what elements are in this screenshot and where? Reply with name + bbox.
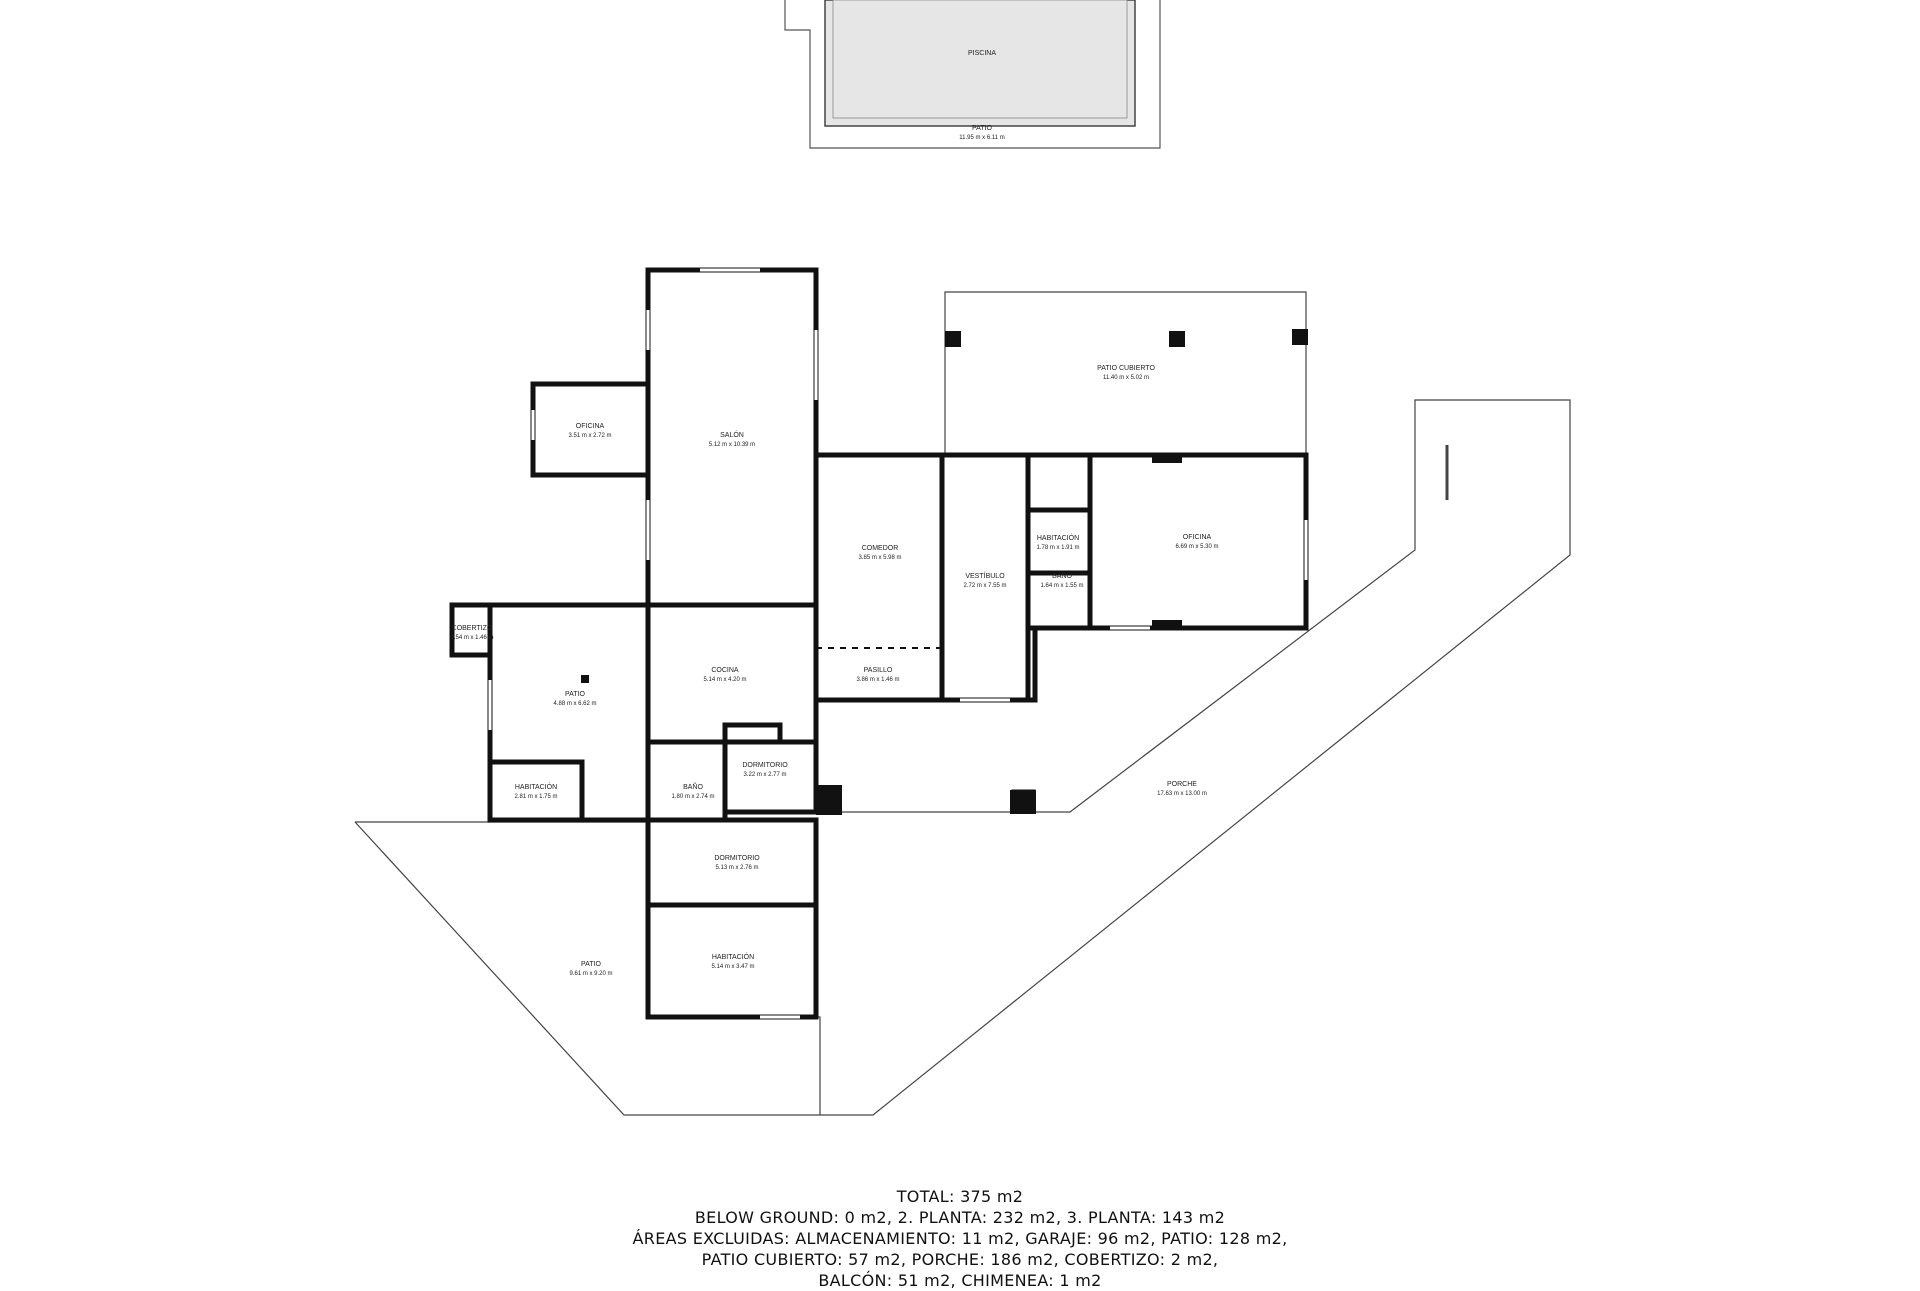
dims-pasillo: 3.86 m x 1.46 m <box>856 677 899 683</box>
label-patio-mid: PATIO <box>565 691 586 698</box>
label-bano: BAÑO <box>683 782 703 791</box>
dims-patio-mid: 4.88 m x 6.62 m <box>553 701 596 707</box>
dims-habitacion-bottom: 5.14 m x 3.47 m <box>711 964 754 970</box>
dims-salon: 5.12 m x 10.39 m <box>709 442 755 448</box>
label-oficina-left: OFICINA <box>576 423 605 430</box>
label-dormitorio-2: DORMITORIO <box>714 855 760 862</box>
label-patio-pool: PATIO <box>972 125 993 132</box>
dims-patio-pool: 11.95 m x 6.11 m <box>959 135 1004 141</box>
room-labels: PISCINA PATIO 11.95 m x 6.11 m SALÓN 5.1… <box>450 50 1218 977</box>
outdoor-outlines <box>354 291 1571 1116</box>
label-bano-small: BAÑO <box>1052 571 1072 580</box>
dims-comedor: 3.85 m x 5.98 m <box>858 555 901 561</box>
dims-patio-cubierto: 11.40 m x 5.02 m <box>1103 375 1149 381</box>
label-pasillo: PASILLO <box>864 667 893 674</box>
label-salon: SALÓN <box>720 430 744 439</box>
label-habitacion-left: HABITACIÓN <box>515 782 557 791</box>
dims-vestibulo: 2.72 m x 7.55 m <box>963 583 1006 589</box>
dims-cobertizo: 1.54 m x 1.46 m <box>450 635 493 641</box>
label-comedor: COMEDOR <box>862 545 899 552</box>
label-porche: PORCHE <box>1167 781 1197 788</box>
label-dormitorio-1: DORMITORIO <box>742 762 788 769</box>
pool-area <box>784 0 1161 149</box>
dims-porche: 17.63 m x 13.00 m <box>1157 791 1207 797</box>
summary-total: TOTAL: 375 m2 <box>896 1187 1024 1206</box>
summary-floors: BELOW GROUND: 0 m2, 2. PLANTA: 232 m2, 3… <box>694 1208 1226 1227</box>
label-patio-bottom: PATIO <box>581 961 602 968</box>
dims-habitacion-small: 1.78 m x 1.91 m <box>1036 545 1079 551</box>
dims-bano: 1.80 m x 2.74 m <box>671 794 714 800</box>
area-summary: TOTAL: 375 m2 BELOW GROUND: 0 m2, 2. PLA… <box>0 1186 1920 1291</box>
columns <box>581 329 1308 815</box>
label-patio-cubierto: PATIO CUBIERTO <box>1097 365 1155 372</box>
dims-oficina-left: 3.51 m x 2.72 m <box>568 433 611 439</box>
label-cocina: COCINA <box>711 667 739 674</box>
summary-excluded-2: PATIO CUBIERTO: 57 m2, PORCHE: 186 m2, C… <box>701 1250 1219 1269</box>
dims-dormitorio-2: 5.13 m x 2.76 m <box>715 865 758 871</box>
label-cobertizo: COBERTIZO <box>452 625 493 632</box>
summary-excluded-3: BALCÓN: 51 m2, CHIMENEA: 1 m2 <box>818 1271 1102 1290</box>
walls <box>449 267 1309 1020</box>
label-habitacion-small: HABITACIÓN <box>1037 533 1079 542</box>
label-oficina-right: OFICINA <box>1183 534 1212 541</box>
dims-cocina: 5.14 m x 4.20 m <box>703 677 746 683</box>
dims-oficina-right: 6.69 m x 5.30 m <box>1175 544 1218 550</box>
dims-patio-bottom: 9.61 m x 9.20 m <box>569 971 612 977</box>
dims-habitacion-left: 2.81 m x 1.75 m <box>514 794 557 800</box>
label-habitacion-bottom: HABITACIÓN <box>712 952 754 961</box>
window-marks <box>488 268 1308 1019</box>
dims-bano-small: 1.64 m x 1.55 m <box>1040 583 1083 589</box>
dims-dormitorio-1: 3.22 m x 2.77 m <box>743 772 786 778</box>
label-piscina: PISCINA <box>968 50 996 57</box>
summary-excluded-1: ÁREAS EXCLUIDAS: ALMACENAMIENTO: 11 m2, … <box>632 1229 1288 1248</box>
label-vestibulo: VESTÍBULO <box>965 571 1005 580</box>
